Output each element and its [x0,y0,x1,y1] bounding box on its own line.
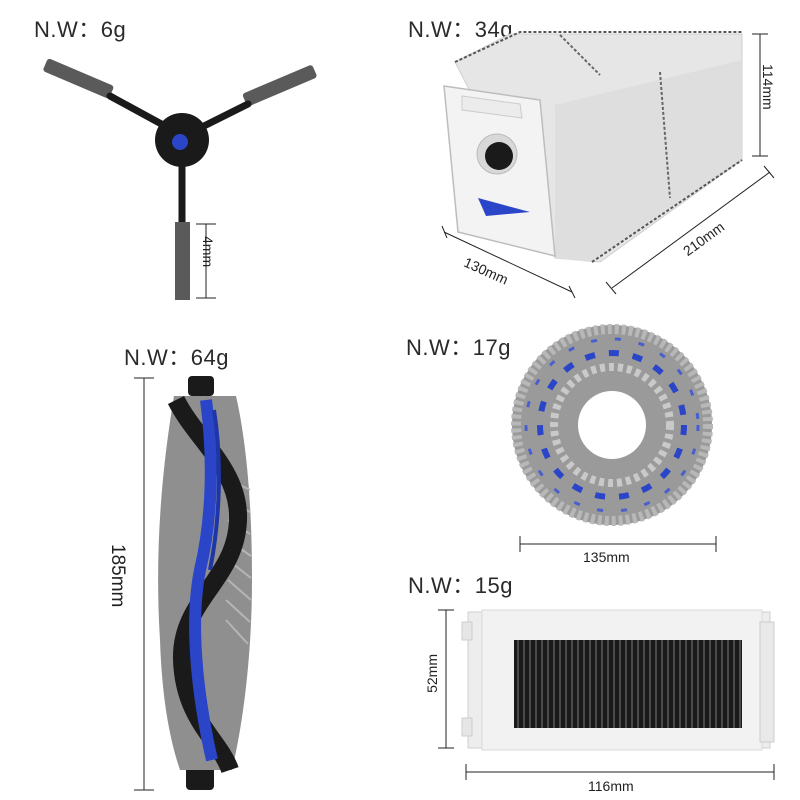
roller-brush-weight: N.W：64g [124,345,229,370]
side-brush-dimension: 4mm [200,236,216,268]
filter-width: 116mm [588,778,634,794]
mop-pad-weight: N.W：17g [406,335,511,360]
roller-brush-length: 185mm [107,544,128,608]
filter-height: 52mm [424,654,440,693]
dust-bag-weight: N.W：34g [408,17,513,42]
dust-bag-height: 114mm [760,64,776,110]
side-brush-weight: N.W：6g [34,17,127,42]
mop-pad-diameter: 135mm [583,549,630,565]
filter-weight: N.W：15g [408,573,513,598]
